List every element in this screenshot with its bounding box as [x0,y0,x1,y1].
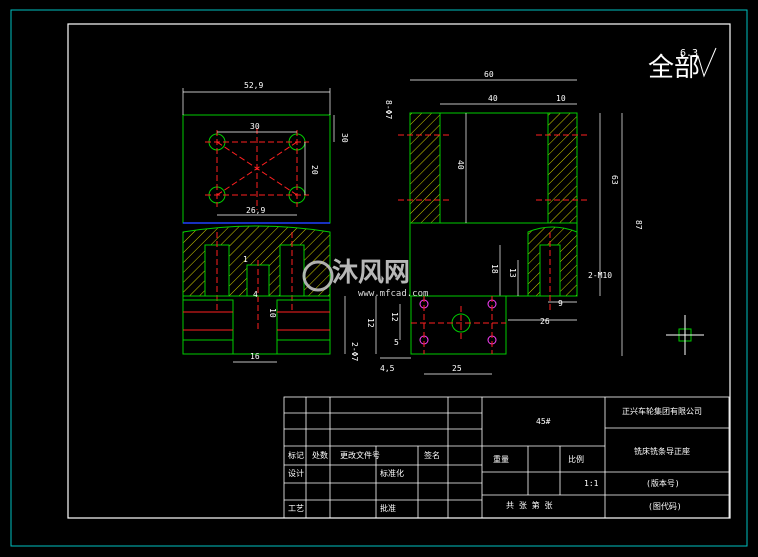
dim-left-9: 16 [250,352,260,361]
dim-right-9: 13 [508,268,517,278]
dim-right-6: 63 [610,175,619,185]
title-weight-label: 重量 [493,454,509,464]
dim-bottom-2: 12 [390,312,399,322]
dim-right-12: 26 [540,317,550,326]
row-label-count: 处数 [312,450,328,460]
title-code: (图代码) [648,501,682,511]
row-label-mark: 标记 [288,450,304,460]
dim-bottom-3: 5 [394,338,399,347]
row-label-sign: 签名 [424,450,440,460]
dim-left-7: 4 [253,290,258,299]
title-block [283,396,730,519]
dim-left-1: 52,9 [244,81,263,90]
row-label-process: 工艺 [288,504,304,513]
title-version: (版本号) [646,478,680,488]
row-label-file: 更改文件号 [340,450,380,460]
watermark-url: www.mfcad.com [358,289,428,299]
title-sheets-label: 共 张 第 张 [506,500,552,510]
dim-left-6: 1 [243,255,248,264]
dim-left-4: 20 [310,165,319,175]
dim-left-8: 10 [268,308,277,318]
dim-left-2: 30 [250,122,260,131]
row-label-approve: 批准 [380,503,396,513]
dim-right-2: 40 [488,94,498,103]
outer-border [10,9,748,547]
row-label-design: 设计 [288,468,304,478]
dim-right-11: 9 [558,299,563,308]
dim-right-8: 18 [490,264,499,274]
projection-symbol [666,315,704,355]
dim-right-10: 2-M10 [588,271,612,280]
watermark: 沐风网 www.mfcad.com [302,258,428,299]
left-view: 52,9 30 30 20 26,9 1 4 10 16 2-Φ7 [182,81,359,363]
title-material: 45# [536,417,551,426]
right-view: 60 40 10 8-Φ7 40 63 87 18 13 2-M10 9 26 [384,70,643,356]
dim-bottom-5: 25 [452,364,462,373]
finish-value: 6.3 [680,48,698,59]
title-ratio-label: 比例 [568,454,584,464]
watermark-text: 沐风网 [332,258,410,288]
title-scale: 1:1 [584,479,599,488]
dim-bottom-4: 4,5 [380,364,395,373]
row-label-standard: 标准化 [380,468,404,478]
title-company: 正兴车轮集团有限公司 [622,406,702,416]
bottom-view: 12 12 5 4,5 25 [366,295,507,375]
dim-right-5: 40 [456,160,465,170]
dim-right-3: 10 [556,94,566,103]
dim-bottom-1: 12 [366,318,375,328]
dim-right-7: 87 [634,220,643,230]
dim-left-10: 2-Φ7 [350,342,359,361]
dim-right-1: 60 [484,70,494,79]
title-part-name: 铣床铣条导正座 [634,446,690,456]
dim-right-4: 8-Φ7 [384,100,393,119]
dim-left-3: 30 [340,133,349,143]
finish-mark: 全部 [648,53,700,83]
roughness-symbol [697,47,717,78]
dim-left-5: 26,9 [246,206,265,215]
